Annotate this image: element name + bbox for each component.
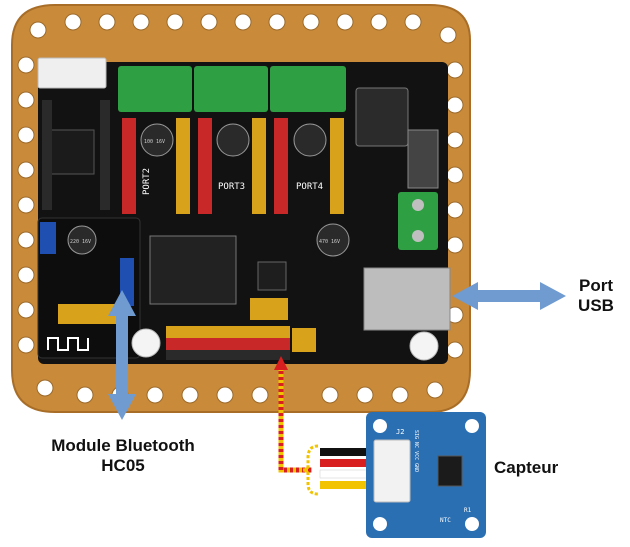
driver-sockets xyxy=(122,118,344,214)
blue-header-left xyxy=(40,222,56,254)
sensor-connector xyxy=(373,439,411,503)
microcontroller-chip xyxy=(149,235,237,305)
wire-brace xyxy=(301,444,319,496)
port2-marking: PORT2 xyxy=(142,168,152,195)
port4-marking: PORT4 xyxy=(296,182,323,192)
standoff-right xyxy=(409,331,439,361)
port3-marking: PORT3 xyxy=(218,182,245,192)
bluetooth-arrow xyxy=(108,290,136,420)
bluetooth-antenna-trace xyxy=(47,337,89,351)
driver-chip-left xyxy=(49,129,95,175)
sensor-header-marking: SIG NC VCC GND xyxy=(413,430,419,472)
switch xyxy=(407,129,439,189)
sensor-ntc: NTC xyxy=(440,517,451,524)
green-terminal-blocks xyxy=(118,66,438,250)
port-usb-line1: Port xyxy=(579,276,613,295)
sensor-holes xyxy=(373,419,479,531)
usb-connector xyxy=(363,267,451,331)
bluetooth-label: Module Bluetooth HC05 xyxy=(18,436,228,475)
bottom-headers xyxy=(58,298,316,360)
sensor-chip xyxy=(437,455,463,487)
bluetooth-line1: Module Bluetooth xyxy=(51,436,195,455)
driver-capacitors xyxy=(140,123,327,157)
sensor-j2: J2 xyxy=(396,428,404,436)
port-usb-label: Port USB xyxy=(566,276,626,315)
wire-arrowhead xyxy=(274,356,288,370)
cap-marking-2: 220 16V xyxy=(70,239,91,245)
usb-arrow xyxy=(452,282,566,310)
sensor-wire-route-dash xyxy=(278,365,312,473)
port-usb-line2: USB xyxy=(578,295,614,315)
bluetooth-line2: HC05 xyxy=(101,455,145,475)
capteur-label: Capteur xyxy=(494,458,559,477)
cap-marking-1: 100 16V xyxy=(144,139,165,145)
sensor-r1: R1 xyxy=(464,507,472,514)
standoff-left xyxy=(131,328,161,358)
capacitor-top-bt xyxy=(67,225,97,255)
white-connector xyxy=(37,57,107,89)
power-jack xyxy=(355,87,409,147)
cardboard-holes xyxy=(17,13,464,404)
capacitor-center xyxy=(316,223,350,257)
pin-header-left xyxy=(42,100,110,210)
small-chip xyxy=(257,261,287,291)
cap-marking-3: 470 16V xyxy=(319,239,340,245)
